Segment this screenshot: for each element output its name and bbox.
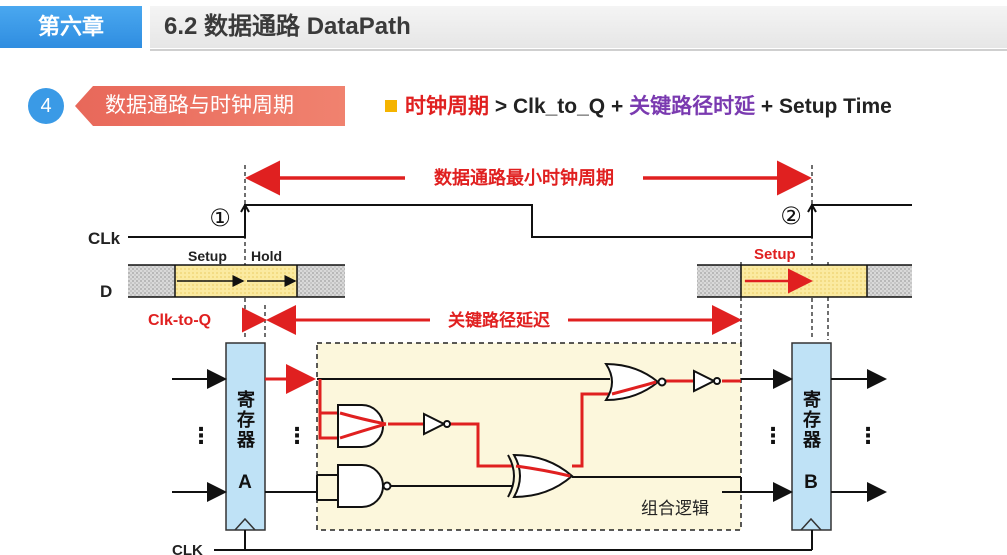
d-waveform-1 [128,264,345,298]
comb-logic-label: 组合逻辑 [641,499,709,518]
formula-op-plus-1: + [605,95,630,118]
nand-gate-icon [337,464,392,508]
register-b-label: 寄存器 [801,389,822,450]
formula-clk-to-q: Clk_to_Q [512,95,606,118]
edge-2-marker: ② [780,203,802,230]
bullet-square-icon [385,100,397,112]
min-period-label: 数据通路最小时钟周期 [434,167,614,188]
timing-formula: 时钟周期 > Clk_to_Q + 关键路径时延 + Setup Time [385,90,892,124]
and-gate-icon [337,404,387,448]
register-a-output-ellipsis: ⋮ [286,423,308,448]
bottom-clock-wire [214,530,813,551]
setup-label-2: Setup [754,246,796,263]
logic-wires [265,378,742,501]
combinational-logic-box [316,342,742,531]
hold-label: Hold [251,248,282,264]
page-title: 6.2 数据通路 DataPath [150,6,1007,48]
clk-to-q-label: Clk-to-Q [148,312,211,329]
section-number-badge: 4 [28,88,64,124]
formula-clock-period: 时钟周期 [405,95,489,118]
register-b-letter: B [804,472,818,493]
critical-path-label: 关键路径延迟 [448,310,550,330]
rising-edge-2-arrow-icon [807,202,817,213]
setup-label-1: Setup [188,248,227,264]
register-b-output-ellipsis: ⋮ [857,423,879,448]
clk-waveform-label: CLk [88,229,121,248]
edge-1-marker: ① [209,205,231,232]
register-a-letter: A [238,472,252,493]
critical-path-wires [265,364,741,468]
register-a-input-ellipsis: ⋮ [190,423,212,448]
register-a-label: 寄存器 [235,389,256,450]
nor-gate-icon [604,362,667,402]
inverter-icon [423,412,451,436]
xor-gate-icon [507,453,574,499]
formula-critical-path: 关键路径时延 [629,95,756,118]
chapter-label: 第六章 [0,6,142,48]
formula-op-plus-2: + [755,95,780,118]
section-title-ribbon: 数据通路与时钟周期 [75,86,345,126]
d-signal-label: D [100,282,112,301]
title-divider [150,49,1007,51]
min-period-arrow [245,160,812,196]
formula-op-gt: > [489,95,513,118]
formula-setup-time: Setup Time [779,95,892,118]
register-a [225,342,266,531]
register-b-input-ellipsis: ⋮ [762,423,784,448]
clk-waveform [128,204,912,238]
output-inverter-icon [693,369,721,393]
d-waveform-2 [697,264,912,298]
critical-path-arrow [266,305,742,335]
bottom-clk-label: CLK [172,542,203,555]
rising-edge-1-arrow-icon [240,202,250,213]
